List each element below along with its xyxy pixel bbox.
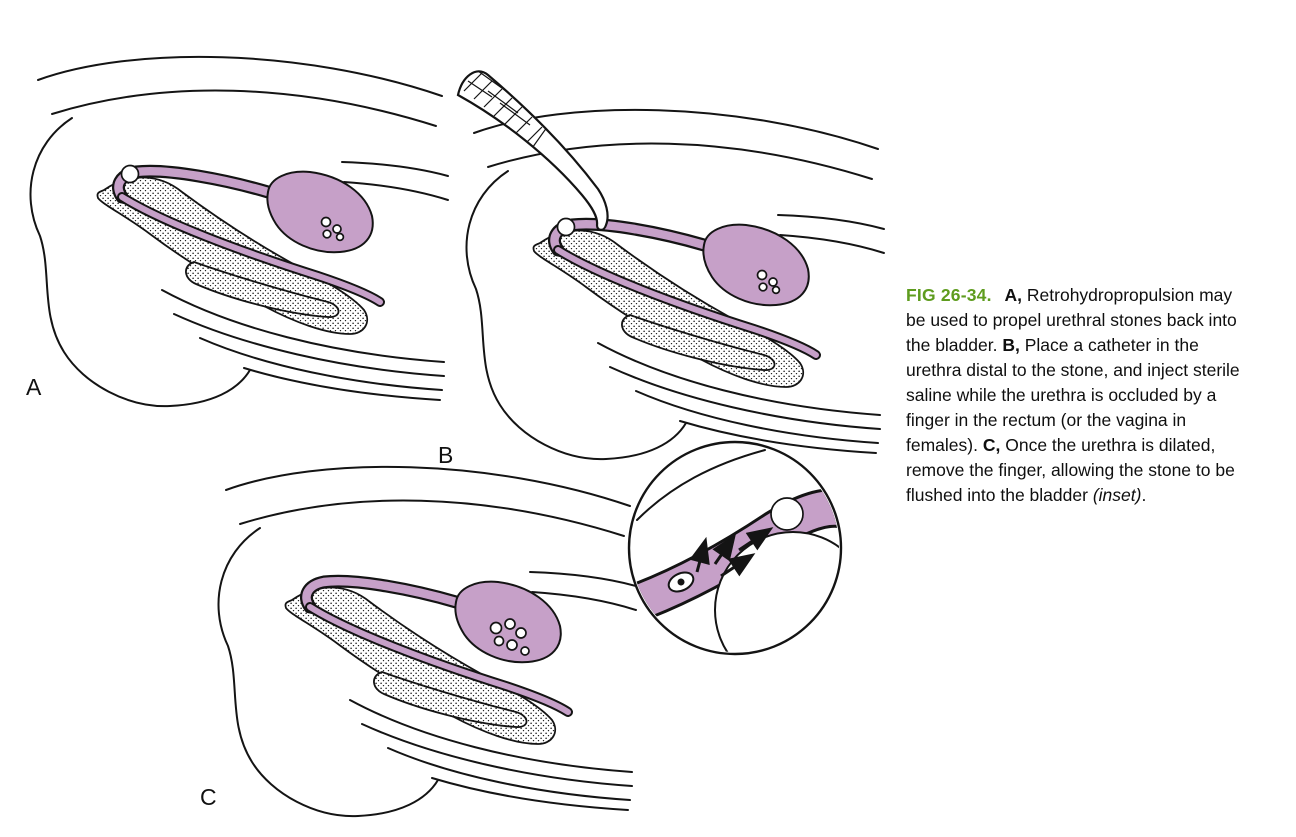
flush-arrow	[738, 527, 774, 552]
bladder-stone	[493, 635, 505, 647]
catheter-lumen	[677, 578, 685, 586]
bladder-stone	[489, 621, 503, 635]
bladder-stone	[320, 216, 332, 228]
caption-c-label: C,	[982, 435, 1001, 455]
bladder-stone	[506, 639, 518, 651]
panel-b-illustration	[456, 70, 884, 459]
inset-stone	[770, 497, 804, 531]
inset-circle-border	[627, 440, 843, 656]
finger-hatching	[463, 71, 551, 152]
urethral-stone-b	[556, 217, 576, 237]
panel-label-a: A	[26, 374, 42, 400]
bladder-stone	[756, 269, 768, 281]
caption-a-label: A,	[1004, 285, 1023, 305]
caption-terminator: .	[1141, 485, 1147, 505]
inset-illustration	[627, 440, 843, 656]
bladder-stone	[504, 618, 516, 630]
panel-label-b: B	[438, 442, 454, 468]
bladder-stone	[322, 229, 332, 239]
caption-b-label: B,	[1002, 335, 1020, 355]
occluding-finger	[456, 70, 609, 231]
figure-caption: FIG 26-34. A, Retrohydropropulsion may b…	[906, 283, 1250, 508]
caption-c-text: Once the urethra is dilated, remove the …	[906, 435, 1235, 505]
flush-arrow	[689, 536, 710, 573]
panel-a-illustration	[30, 57, 448, 406]
bladder-stone	[335, 232, 345, 242]
inset-content	[631, 449, 839, 652]
bladder-stones-c	[489, 618, 530, 656]
bladder-stone	[758, 282, 768, 292]
finger-outline	[456, 70, 609, 231]
figure-number: FIG 26-34.	[906, 285, 992, 305]
bladder-stone	[515, 627, 527, 639]
panel-c-illustration	[218, 467, 636, 816]
inset-body-wall-line	[636, 449, 766, 521]
anatomy-drawing-c	[218, 467, 636, 816]
caption-a-text: Retrohydropropulsion may be used to prop…	[906, 285, 1237, 355]
bladder-stones-b	[756, 269, 781, 295]
urethral-stone-a	[120, 164, 140, 184]
anatomy-drawing-a	[30, 57, 448, 406]
inset-catheter-tip	[667, 571, 695, 593]
flush-arrow	[720, 553, 756, 578]
inset-pubic-bone	[714, 531, 839, 652]
bladder-stone	[520, 646, 530, 656]
bladder-stones-a	[320, 216, 345, 242]
caption-inset-reference: (inset)	[1092, 485, 1142, 505]
panel-label-c: C	[200, 784, 217, 810]
flush-direction-arrows	[689, 527, 774, 578]
anatomy-drawing-b	[466, 110, 884, 459]
bladder-stone	[768, 277, 778, 287]
flush-arrow	[712, 533, 736, 565]
caption-b-text: Place a catheter in the urethra distal t…	[906, 335, 1240, 455]
bladder-stone	[332, 224, 342, 234]
bladder-stone	[771, 285, 781, 295]
